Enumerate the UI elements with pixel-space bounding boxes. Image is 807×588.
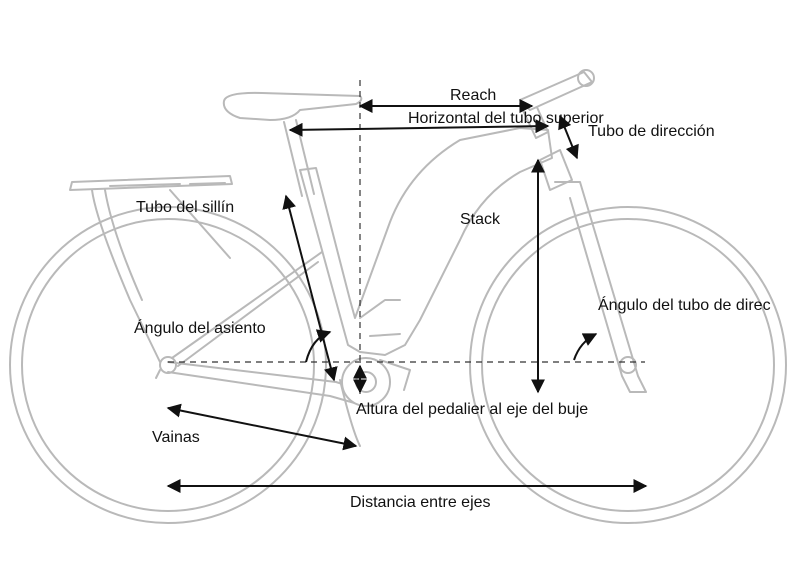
label-head-angle: Ángulo del tubo de direc [598, 295, 771, 314]
head-tube [539, 149, 573, 191]
chainstay-arrow [166, 403, 358, 451]
rear-wheel [9, 206, 327, 524]
label-chainstays: Vainas [152, 429, 200, 446]
label-top-tube: Horizontal del tubo superior [408, 110, 604, 127]
handlebar [519, 71, 593, 111]
kickstand [155, 369, 161, 379]
saddle [222, 91, 363, 121]
main-frame [299, 127, 553, 356]
rear-rack [69, 175, 233, 363]
label-bb-drop: Altura del pedalier al eje del buje [356, 401, 588, 418]
head-angle-arc [573, 333, 598, 361]
label-seat-angle: Ángulo del asiento [134, 318, 266, 337]
head-tube-arrow [558, 114, 579, 160]
label-head-tube: Tubo de dirección [588, 123, 715, 140]
label-reach: Reach [450, 87, 496, 104]
top-tube-arrow [288, 119, 550, 137]
seat-stay [171, 251, 323, 367]
bike-outline [9, 69, 787, 524]
fork [554, 181, 647, 393]
seat-angle-arc [305, 329, 332, 363]
label-stack: Stack [460, 211, 501, 228]
chain-stay [167, 361, 363, 405]
label-seat-tube: Tubo del sillín [136, 199, 234, 216]
front-wheel [469, 206, 787, 524]
seat-tube-arrow [282, 194, 338, 382]
label-wheelbase: Distancia entre ejes [350, 494, 491, 511]
frame-detail [359, 299, 401, 337]
